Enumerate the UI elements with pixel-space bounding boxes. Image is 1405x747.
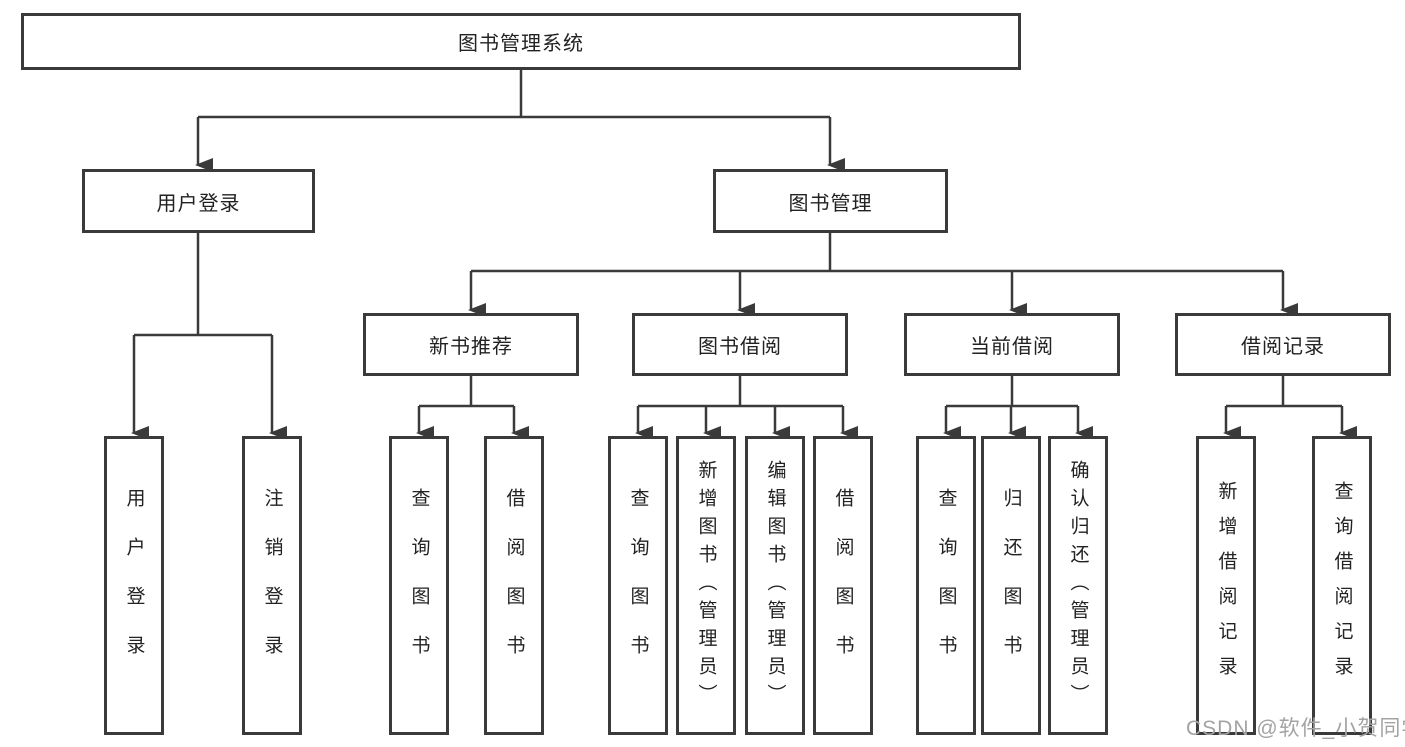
leaf-query-borrow-record-label: 查询借阅记录 (1331, 480, 1353, 691)
node-book-management-label: 图书管理 (788, 192, 873, 215)
node-current-borrow-label: 当前借阅 (970, 336, 1054, 358)
leaf-confirm-return-admin-label: 确认归还（管理员） (1067, 459, 1089, 712)
leaf-borrow-book-label: 借阅图书 (832, 487, 854, 684)
node-book-borrow: 图书借阅 (632, 313, 848, 376)
node-new-book-recommend-label: 新书推荐 (429, 336, 513, 358)
node-book-borrow-label: 图书借阅 (698, 336, 782, 358)
leaf-add-borrow-record-label: 新增借阅记录 (1215, 480, 1237, 691)
leaf-edit-book-admin: 编辑图书（管理员） (745, 436, 805, 735)
leaf-query-borrow-record: 查询借阅记录 (1312, 436, 1372, 735)
leaf-add-book-admin-label: 新增图书（管理员） (695, 459, 717, 712)
leaf-borrow-query-book-label: 查询图书 (627, 487, 649, 684)
leaf-edit-book-admin-label: 编辑图书（管理员） (764, 459, 786, 712)
leaf-recommend-borrow-book: 借阅图书 (484, 436, 544, 735)
node-book-management: 图书管理 (713, 169, 948, 233)
leaf-current-query-book-label: 查询图书 (935, 487, 957, 684)
leaf-recommend-query-book-label: 查询图书 (408, 487, 430, 684)
leaf-borrow-book: 借阅图书 (813, 436, 873, 735)
leaf-logout-label: 注销登录 (261, 487, 283, 684)
leaf-confirm-return-admin: 确认归还（管理员） (1048, 436, 1108, 735)
leaf-add-borrow-record: 新增借阅记录 (1196, 436, 1256, 735)
leaf-recommend-query-book: 查询图书 (389, 436, 449, 735)
leaf-add-book-admin: 新增图书（管理员） (676, 436, 736, 735)
csdn-watermark: CSDN @软件_小贺同学 (1186, 717, 1405, 740)
leaf-current-query-book: 查询图书 (916, 436, 976, 735)
leaf-return-book-label: 归还图书 (1000, 487, 1022, 684)
node-new-book-recommend: 新书推荐 (363, 313, 579, 376)
node-borrow-records-label: 借阅记录 (1241, 336, 1325, 358)
node-user-login-label: 用户登录 (156, 192, 241, 215)
node-root-system: 图书管理系统 (21, 13, 1021, 70)
node-borrow-records: 借阅记录 (1175, 313, 1391, 376)
leaf-recommend-borrow-book-label: 借阅图书 (503, 487, 525, 684)
leaf-logout: 注销登录 (242, 436, 302, 735)
leaf-user-login: 用户登录 (104, 436, 164, 735)
node-user-login: 用户登录 (82, 169, 315, 233)
node-root-label: 图书管理系统 (458, 33, 584, 55)
leaf-return-book: 归还图书 (981, 436, 1041, 735)
node-current-borrow: 当前借阅 (904, 313, 1120, 376)
leaf-user-login-label: 用户登录 (123, 487, 145, 684)
leaf-borrow-query-book: 查询图书 (608, 436, 668, 735)
